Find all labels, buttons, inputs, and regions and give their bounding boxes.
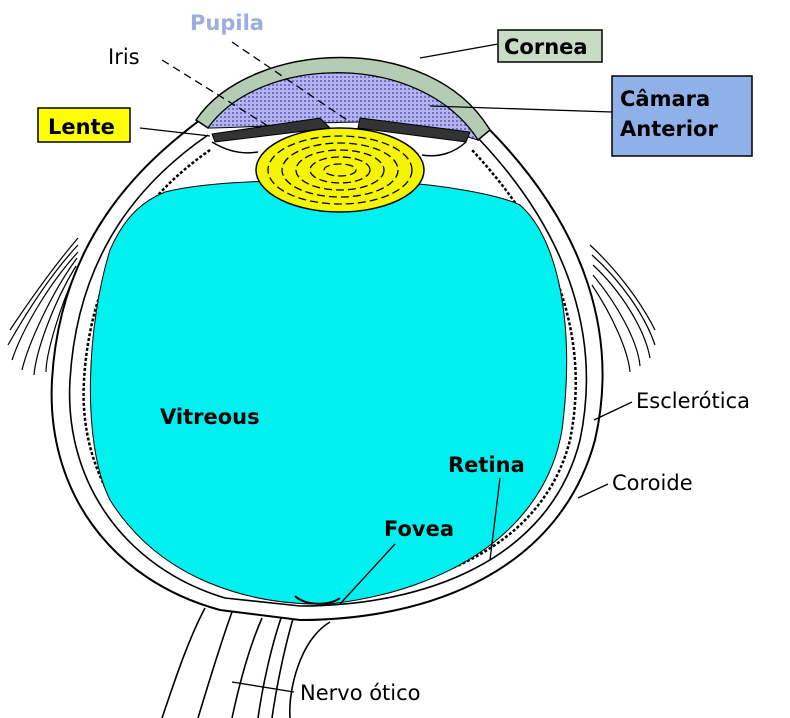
vitreous-label: Vitreous: [160, 405, 260, 429]
cornea-label: Cornea: [504, 35, 588, 59]
lens: [256, 128, 424, 212]
nervo-otico-label: Nervo ótico: [300, 681, 421, 705]
esclerotica-label: Esclerótica: [636, 389, 750, 413]
iris-label: Iris: [108, 45, 140, 69]
camara-label-line2: Anterior: [620, 117, 718, 141]
retina-label: Retina: [448, 453, 525, 477]
vitreous-body: [90, 181, 566, 605]
camara-label-line1: Câmara: [620, 87, 710, 111]
fovea-label: Fovea: [384, 517, 454, 541]
lente-label: Lente: [48, 115, 115, 139]
coroide-label: Coroide: [612, 471, 693, 495]
pupila-label: Pupila: [190, 11, 264, 35]
